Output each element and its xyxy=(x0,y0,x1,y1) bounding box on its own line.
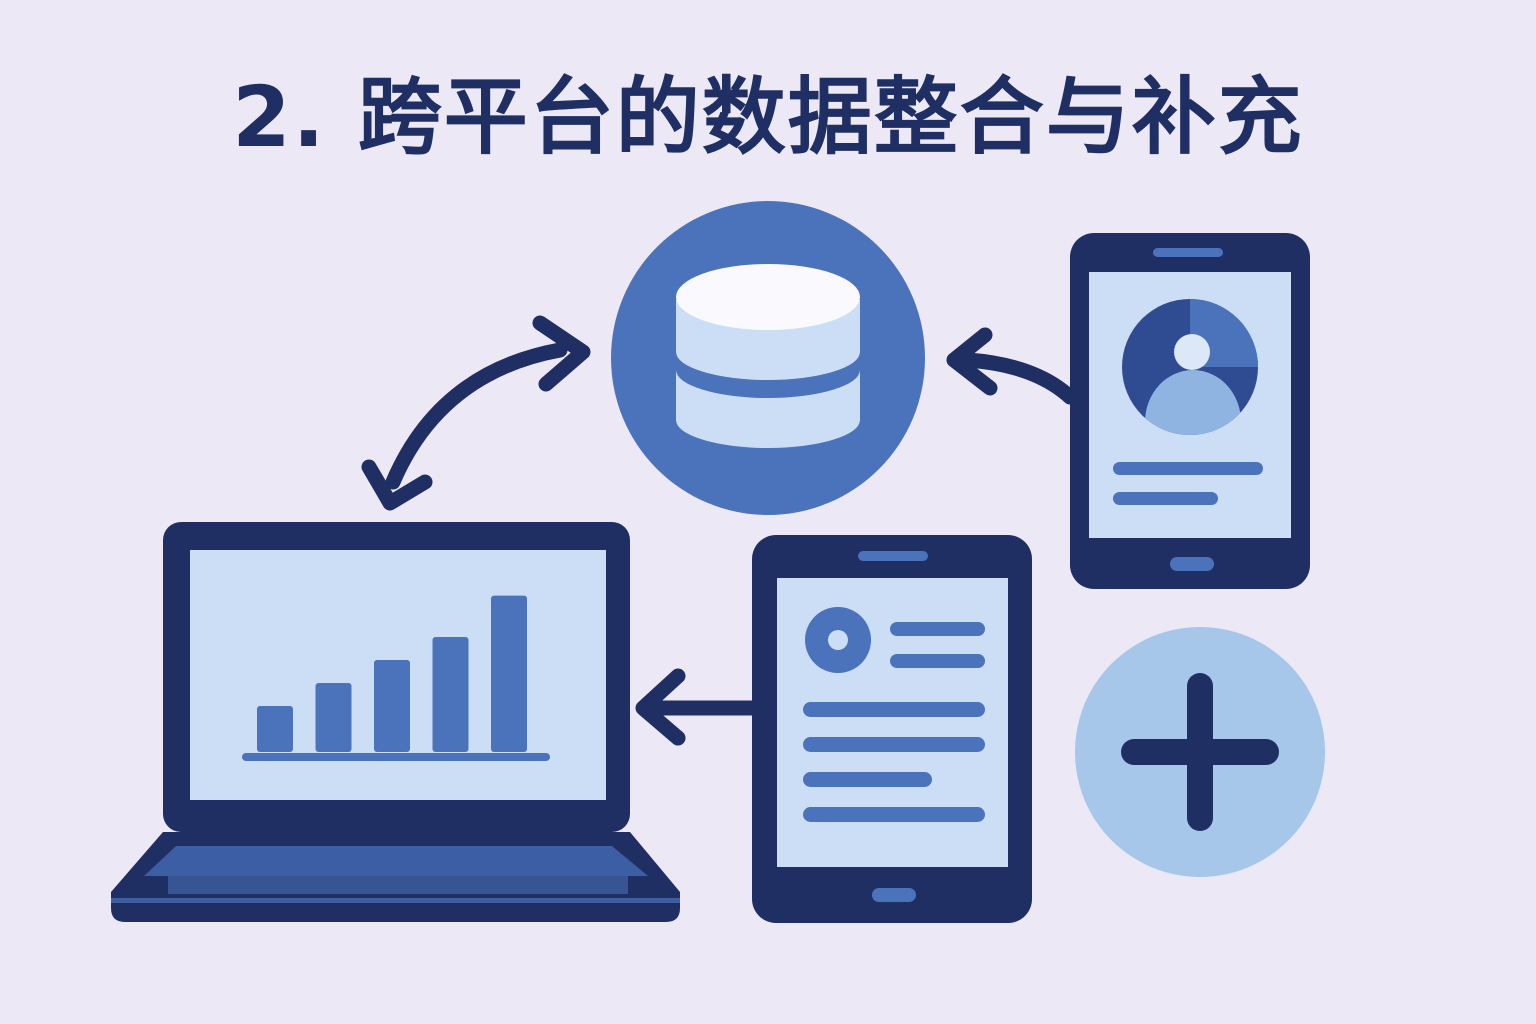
sync-double-arrow xyxy=(361,315,591,511)
chart-bar xyxy=(432,637,469,752)
chart-bar xyxy=(374,660,410,752)
phone-user-icon xyxy=(1070,233,1310,589)
chart-bar xyxy=(315,683,352,752)
plus-icon xyxy=(1075,627,1325,877)
tablet-to-laptop-arrow xyxy=(635,668,760,746)
database-icon xyxy=(611,201,925,515)
user-avatar-icon xyxy=(1122,299,1258,435)
page-title: 2. 跨平台的数据整合与补充 xyxy=(232,68,1304,166)
bar-chart xyxy=(257,595,527,752)
chart-bar xyxy=(491,595,527,752)
phone-to-database-arrow xyxy=(946,327,1078,405)
tablet-profile-icon xyxy=(752,535,1032,923)
laptop-chart-icon xyxy=(111,522,680,922)
chart-bar xyxy=(257,706,293,752)
